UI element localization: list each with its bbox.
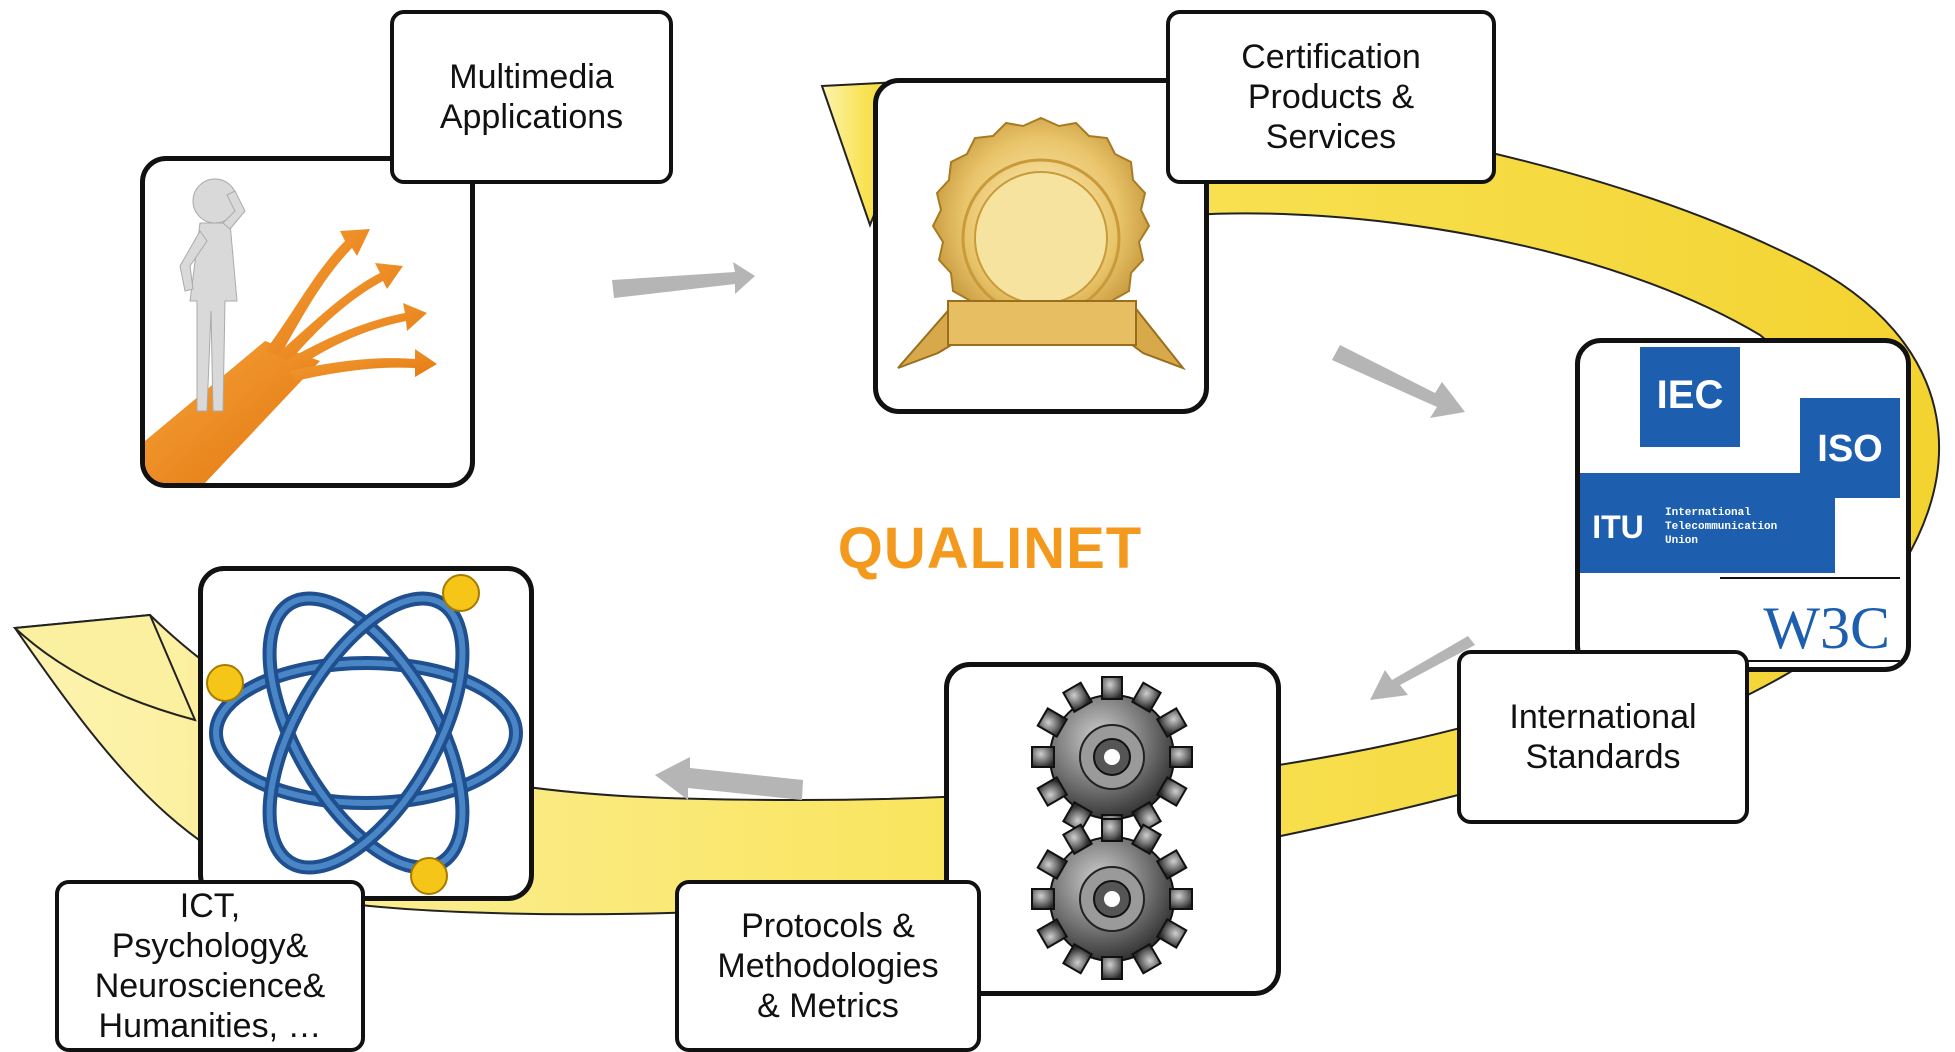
qualinet-title: QUALINET [837,516,1143,581]
arrow-1 [612,262,755,298]
multimedia-label: Multimedia Applications [390,10,673,184]
ict-label: ICT, Psychology& Neuroscience& Humanitie… [55,880,365,1052]
itu-name-2: Telecommunication [1665,521,1777,533]
certification-label-text: Certification Products & Services [1241,38,1421,156]
gears-icon [1031,676,1193,980]
gold-seal-icon [897,116,1187,371]
protocols-label-text: Protocols & Methodologies & Metrics [717,907,939,1025]
itu-logo: ITU International Telecommunication Unio… [1580,473,1835,573]
thinking-figure-icon [145,178,437,483]
electron-dots [206,574,480,895]
iec-logo-text: IEC [1657,373,1724,417]
w3c-logo-text: W3C [1763,595,1890,661]
certification-label: Certification Products & Services [1166,10,1496,184]
ict-image-box [198,566,534,901]
iec-logo: IEC [1640,347,1740,447]
multimedia-image-box [140,156,475,488]
arrow-3 [1370,636,1475,700]
ribbon-bottom-tail [12,613,197,722]
standards-label: International Standards [1457,650,1749,824]
certification-image-box [873,78,1209,414]
protocols-label: Protocols & Methodologies & Metrics [675,880,981,1052]
protocols-image-box [944,662,1281,996]
standards-logos-icon: IEC ISO ITU International Telecommunicat… [1580,347,1900,662]
itu-logo-text: ITU [1592,509,1644,545]
ict-label-text: ICT, Psychology& Neuroscience& Humanitie… [94,887,326,1045]
gear-bottom [1031,818,1193,980]
w3c-logo: W3C [1720,577,1900,662]
atom-icon [206,574,523,895]
standards-image-box: IEC ISO ITU International Telecommunicat… [1575,338,1911,672]
multimedia-label-text: Multimedia Applications [439,58,624,136]
itu-name-1: International [1665,507,1751,519]
iso-logo-text: ISO [1817,428,1882,470]
arrow-4 [655,757,803,800]
itu-name-3: Union [1665,535,1698,547]
standards-label-text: International Standards [1509,698,1697,776]
gear-top [1031,676,1193,838]
arrow-2 [1332,345,1465,418]
